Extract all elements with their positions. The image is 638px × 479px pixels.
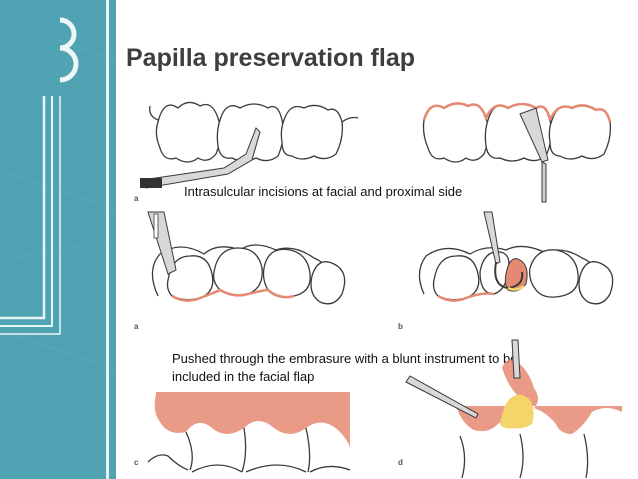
caption-embrasure-line1: Pushed through the embrasure with a blun… bbox=[172, 351, 518, 366]
decorative-sidebar bbox=[0, 0, 116, 479]
figure-lingual-view-b bbox=[418, 211, 614, 305]
caption-embrasure-line2: included in the facial flap bbox=[172, 369, 315, 384]
figure-facial-flap-d bbox=[405, 339, 622, 479]
caption-incisions: Intrasulcular incisions at facial and pr… bbox=[184, 183, 463, 201]
sidebar-pattern bbox=[0, 0, 116, 479]
panel-label-b: b bbox=[398, 322, 403, 331]
slide-title: Papilla preservation flap bbox=[126, 44, 415, 72]
figure-incision-facial bbox=[140, 101, 359, 189]
panel-label-a: a bbox=[134, 194, 139, 203]
panel-label-c: c bbox=[134, 458, 139, 467]
figure-incision-proximal bbox=[422, 102, 612, 203]
figure-lingual-view-a bbox=[147, 211, 346, 305]
panel-label-d: d bbox=[398, 458, 403, 467]
caption-embrasure: Pushed through the embrasure with a blun… bbox=[172, 350, 518, 386]
figure-facial-flap-c bbox=[147, 392, 351, 473]
panel-label-a: a bbox=[134, 322, 139, 331]
